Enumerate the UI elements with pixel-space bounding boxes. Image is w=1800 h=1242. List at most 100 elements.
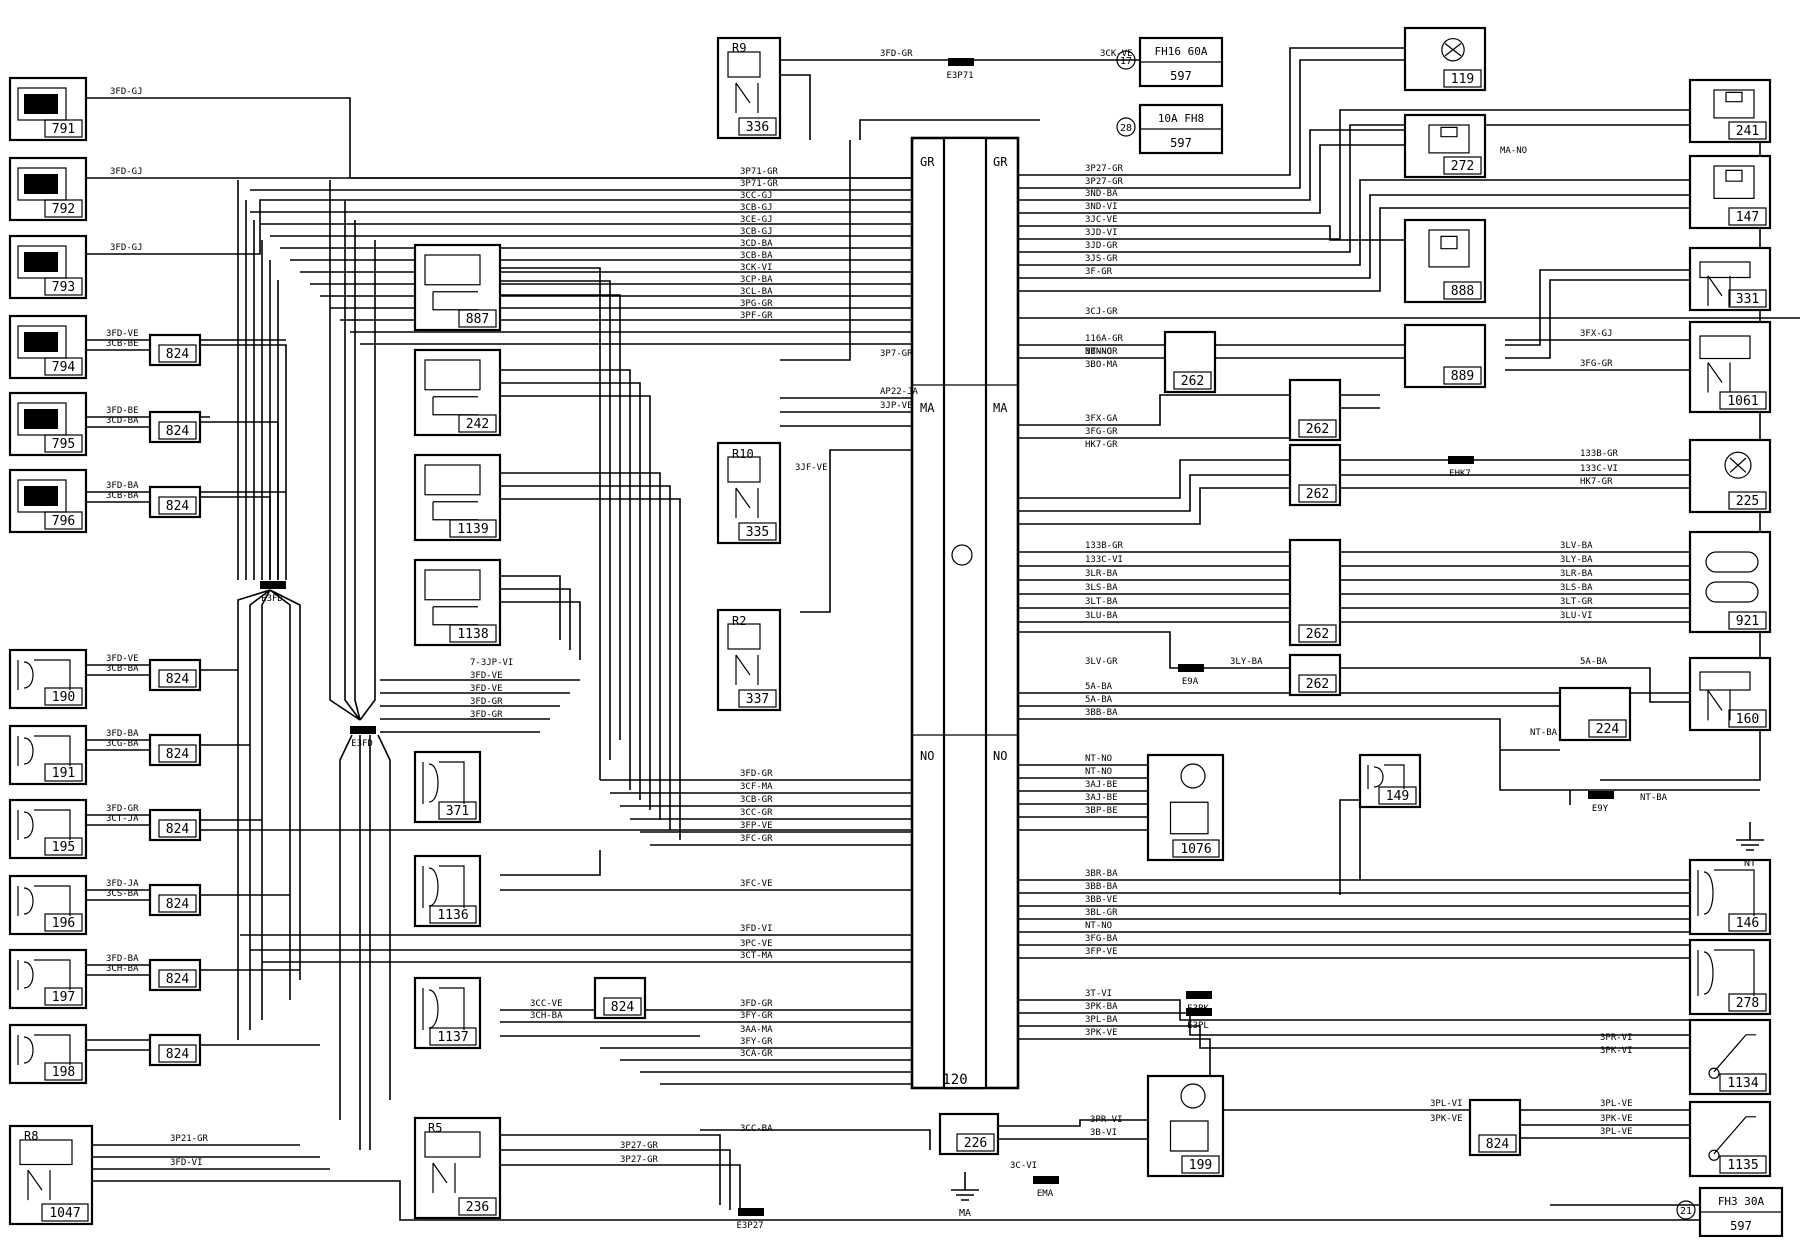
component-146: 146 [1688, 858, 1772, 936]
component-371-label: 371 [446, 804, 469, 819]
engine-icon [951, 544, 973, 566]
wire-label-w45: 3CF-MA [740, 782, 773, 792]
splice-ehk7-label: EHK7 [1449, 469, 1471, 479]
splice-e9y-label: E9Y [1592, 804, 1609, 814]
wire-label-w11: 3CB-BA [106, 664, 139, 674]
wire-label-w28: 3CD-BA [740, 239, 773, 249]
wire-label-w82: 3FX-GA [1085, 414, 1118, 424]
component-226: 226 [938, 1112, 1000, 1156]
wire-label-w108: NT-NO [1085, 754, 1112, 764]
component-888-label: 888 [1451, 284, 1474, 299]
wire-label-w99: 3LU-VI [1560, 611, 1593, 621]
component-1136: 1136 [413, 854, 482, 928]
wire-label-w127: 3PK-VE [1430, 1114, 1463, 1124]
ecu-label: 120 [942, 1072, 967, 1088]
wire-label-w90: 3LR-BA [1085, 569, 1118, 579]
component-824-5-label: 824 [166, 747, 190, 762]
wire-label-w48: 3FP-VE [740, 821, 773, 831]
component-1139: 1139 [413, 453, 502, 542]
component-794-label: 794 [52, 360, 76, 375]
wire-label-w91: 3LS-BA [1085, 583, 1118, 593]
wire-label-w29: 3CB-BA [740, 251, 773, 261]
splice-e9a-label: E9A [1182, 677, 1199, 687]
component-1135: 1135 [1688, 1100, 1772, 1178]
component-337-label: 337 [746, 692, 769, 707]
component-262-d-label: 262 [1306, 627, 1329, 642]
splice-e3fd-2-label: E3FD [351, 739, 373, 749]
relay-r5-tag: R5 [428, 1121, 442, 1135]
component-921: 921 [1688, 530, 1772, 634]
wire-label-w13: 3CG-BA [106, 739, 139, 749]
wire-label-w119: 3FP-VE [1085, 947, 1118, 957]
wire-label-w85: 133B-GR [1580, 449, 1619, 459]
component-225: 225 [1688, 438, 1772, 514]
component-147: 147 [1688, 154, 1772, 230]
ecu-header-right-1: GR [993, 155, 1008, 169]
splice-e3fd-2: E3FD [350, 726, 376, 749]
wire-label-w52: 3PC-VE [740, 939, 773, 949]
component-160-label: 160 [1736, 712, 1759, 727]
component-888: 888 [1403, 218, 1487, 304]
wire-label-w110: 3AJ-BE [1085, 780, 1118, 790]
relay-r2-tag: R2 [732, 614, 746, 628]
wire-label-w113: 3BR-BA [1085, 869, 1118, 879]
wire-label-w76: 116A-GR [1085, 334, 1124, 344]
fuse-10a-rating: 10A FH8 [1158, 112, 1204, 125]
component-196-label: 196 [52, 916, 75, 931]
component-1076-label: 1076 [1180, 842, 1211, 857]
splice-e9y: E9Y [1588, 791, 1614, 814]
wire-label-w126: 3PL-VI [1430, 1099, 1463, 1109]
ecu-header-right-2: MA [993, 401, 1008, 415]
component-262-b-label: 262 [1306, 422, 1329, 437]
wire-label-w40: 3FD-VE [470, 671, 503, 681]
component-262-b: 262 [1288, 378, 1342, 442]
wire-label-w77: NT-NO [1085, 347, 1112, 357]
splice-ema-label: EMA [1037, 1189, 1054, 1199]
component-262-label: 262 [1181, 374, 1204, 389]
wire-label-w107: NT-BA [1640, 793, 1668, 803]
wire-label-w33: 3PG-GR [740, 299, 773, 309]
component-147-label: 147 [1736, 210, 1759, 225]
wire-label-w121: 3PK-BA [1085, 1002, 1118, 1012]
wire-label-w1: 3FD-GJ [110, 87, 143, 97]
ecu-header-left-3: NO [920, 749, 934, 763]
component-149-label: 149 [1386, 789, 1409, 804]
splice-e3p71-label: E3P71 [946, 71, 973, 81]
component-824-11: 824 [1468, 1098, 1522, 1157]
wire-label-w78: 3BN-GR [1085, 347, 1118, 357]
component-191: 191 [8, 724, 88, 786]
wire-label-w16: 3FD-JA [106, 879, 139, 889]
fuse-60a-code: 597 [1170, 69, 1192, 83]
wire-label-w86: 133C-VI [1580, 464, 1618, 474]
ground-nt-label: NT [1744, 858, 1756, 869]
wire-label-w116: 3BL-GR [1085, 908, 1118, 918]
wire-label-w88: 133B-GR [1085, 541, 1124, 551]
wire-label-w25: 3CB-GJ [740, 203, 773, 213]
splice-e3pl-label: E3PL [1187, 1021, 1209, 1031]
component-792: 792 [8, 156, 88, 222]
component-225-label: 225 [1736, 494, 1759, 509]
wire-label-w73: 3JS-GR [1085, 254, 1118, 264]
wire-label-w80: 3FX-GJ [1580, 329, 1613, 339]
component-278-label: 278 [1736, 996, 1759, 1011]
wire-label-w132: 3B-VI [1090, 1128, 1117, 1138]
wire-label-w98: 3LT-GR [1560, 597, 1593, 607]
component-824-10: 824 [593, 976, 647, 1020]
wire-label-w93: 3LU-BA [1085, 611, 1118, 621]
component-889-label: 889 [1451, 369, 1474, 384]
wire-label-w101: 3LY-BA [1230, 657, 1263, 667]
fuse-10a-code: 597 [1170, 136, 1192, 150]
component-1047-label: 1047 [49, 1206, 80, 1221]
wire-label-w94: 3LV-BA [1560, 541, 1593, 551]
wire-label-w66: 3P27-GR [1085, 164, 1124, 174]
wire-label-w95: 3LY-BA [1560, 555, 1593, 565]
wire-label-w22: 3P71-GR [740, 167, 779, 177]
component-1136-label: 1136 [437, 908, 468, 923]
component-824-3: 824 [148, 485, 202, 519]
component-197: 197 [8, 948, 88, 1010]
wire-label-w68: 3ND-BA [1085, 189, 1118, 199]
component-241-label: 241 [1736, 124, 1759, 139]
